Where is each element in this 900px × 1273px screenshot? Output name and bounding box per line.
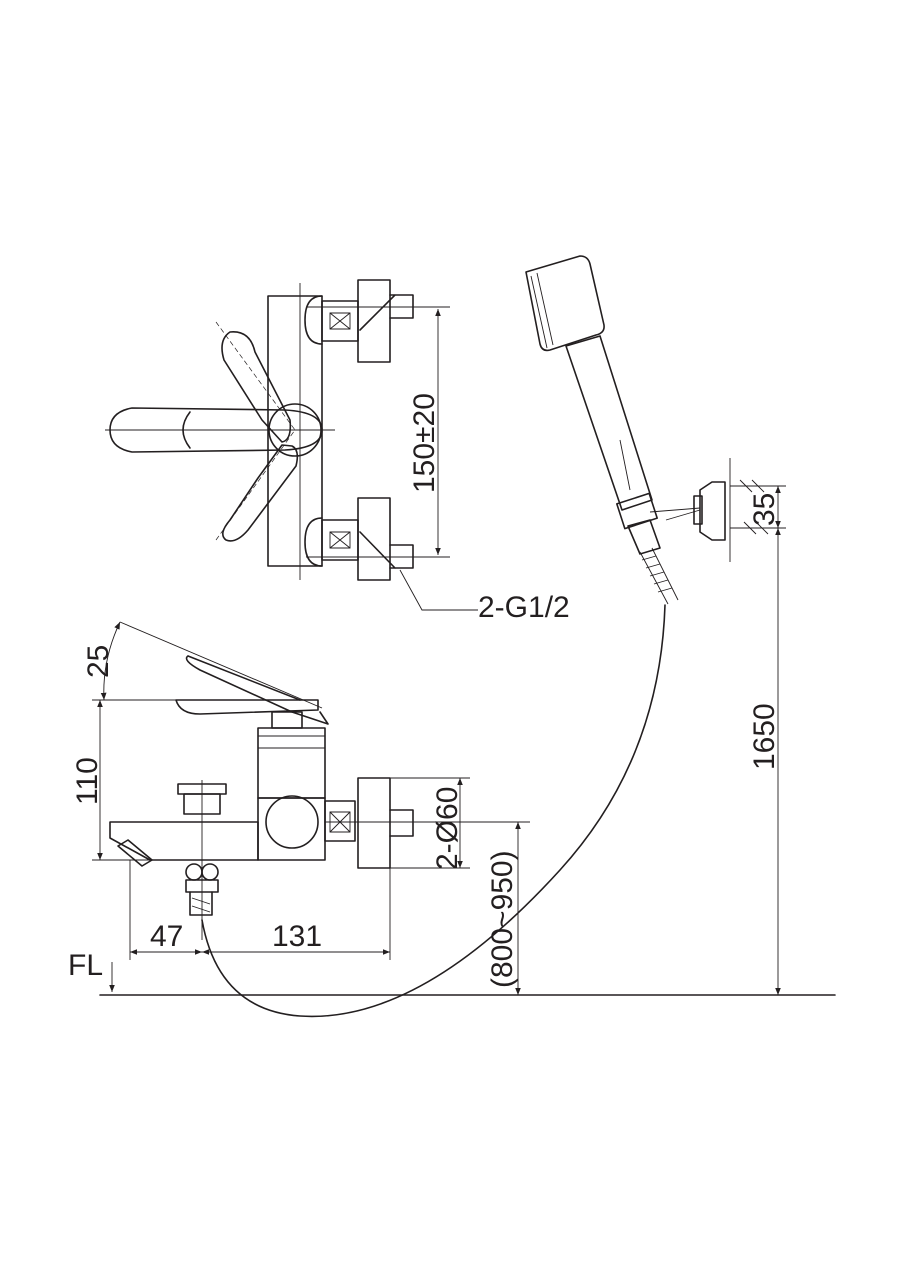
holder-spacing-label: 35 <box>748 493 781 526</box>
body-depth-label: 131 <box>272 920 322 953</box>
lever-angle-label: 25 <box>82 645 115 678</box>
floor-line: FL <box>68 949 836 996</box>
cover-diameter-label: 2-Ø60 <box>431 787 464 870</box>
shower-hose <box>201 604 666 1018</box>
inlet-thread-label: 2-G1/2 <box>478 591 570 624</box>
spout-offset-label: 47 <box>150 920 183 953</box>
hand-shower <box>525 255 679 605</box>
install-height-label: (800~950) <box>486 850 519 988</box>
holder-height-label: 1650 <box>748 703 781 770</box>
side-view: 25 110 2-Ø60 <box>71 621 530 995</box>
floor-label: FL <box>68 949 103 982</box>
wall-holder: 35 1650 <box>649 458 786 995</box>
body-height-label: 110 <box>71 757 104 805</box>
pipe-spacing-label: 150±20 <box>408 393 441 493</box>
top-view: 150±20 2-G1/2 <box>105 279 570 624</box>
